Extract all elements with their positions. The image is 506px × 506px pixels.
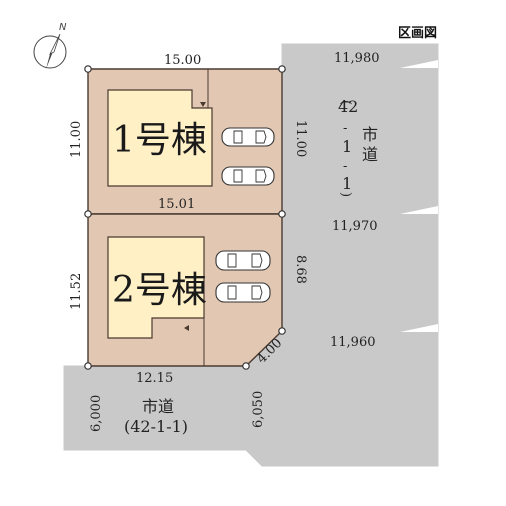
east-road-number-part: -: [343, 159, 347, 174]
dim-lot2-left: 11.52: [69, 273, 84, 310]
car-icon: [215, 282, 271, 303]
south-road-label: 市道: [142, 397, 174, 416]
building-2-label: 2号棟: [112, 270, 207, 311]
east-road-label-char: 市: [362, 125, 378, 144]
east-road-number-part: -: [343, 121, 347, 136]
dim-lot1-left: 11.00: [69, 121, 84, 158]
dim-lot-middle: 15.01: [158, 197, 195, 212]
east-road-number-part: (: [338, 100, 353, 105]
south-road-width-right: 6,050: [251, 391, 266, 428]
dim-lot2-bottom: 12.15: [136, 371, 173, 386]
east-road-number-part: 1: [342, 174, 352, 193]
dim-lot1-top: 15.00: [164, 53, 201, 68]
east-road-number-part: ): [338, 192, 353, 197]
building-1: [107, 89, 213, 187]
building-1-label: 1号棟: [112, 120, 207, 161]
south-road-width-left: 6,000: [89, 395, 104, 432]
dim-lot2-right: 8.68: [293, 255, 308, 284]
boundary-points: [84, 65, 286, 370]
car-icon: [221, 127, 275, 147]
east-road-number-part: 1: [342, 137, 352, 156]
building-2: [107, 236, 205, 339]
road-width-1: 11,980: [334, 51, 380, 66]
east-road-label-char: 道: [362, 145, 378, 164]
car-icon: [215, 250, 271, 271]
road-width-2: 11,970: [332, 219, 378, 234]
road-width-3: 11,960: [330, 335, 376, 350]
dim-lot1-right: 11.00: [293, 120, 308, 157]
north-compass-icon: N: [33, 22, 67, 69]
car-icon: [221, 166, 275, 186]
east-road-number-part: 42: [338, 97, 358, 116]
south-road-number: (42-1-1): [124, 417, 188, 436]
plan-title: 区画図: [398, 26, 437, 41]
compass-label: N: [59, 22, 67, 33]
